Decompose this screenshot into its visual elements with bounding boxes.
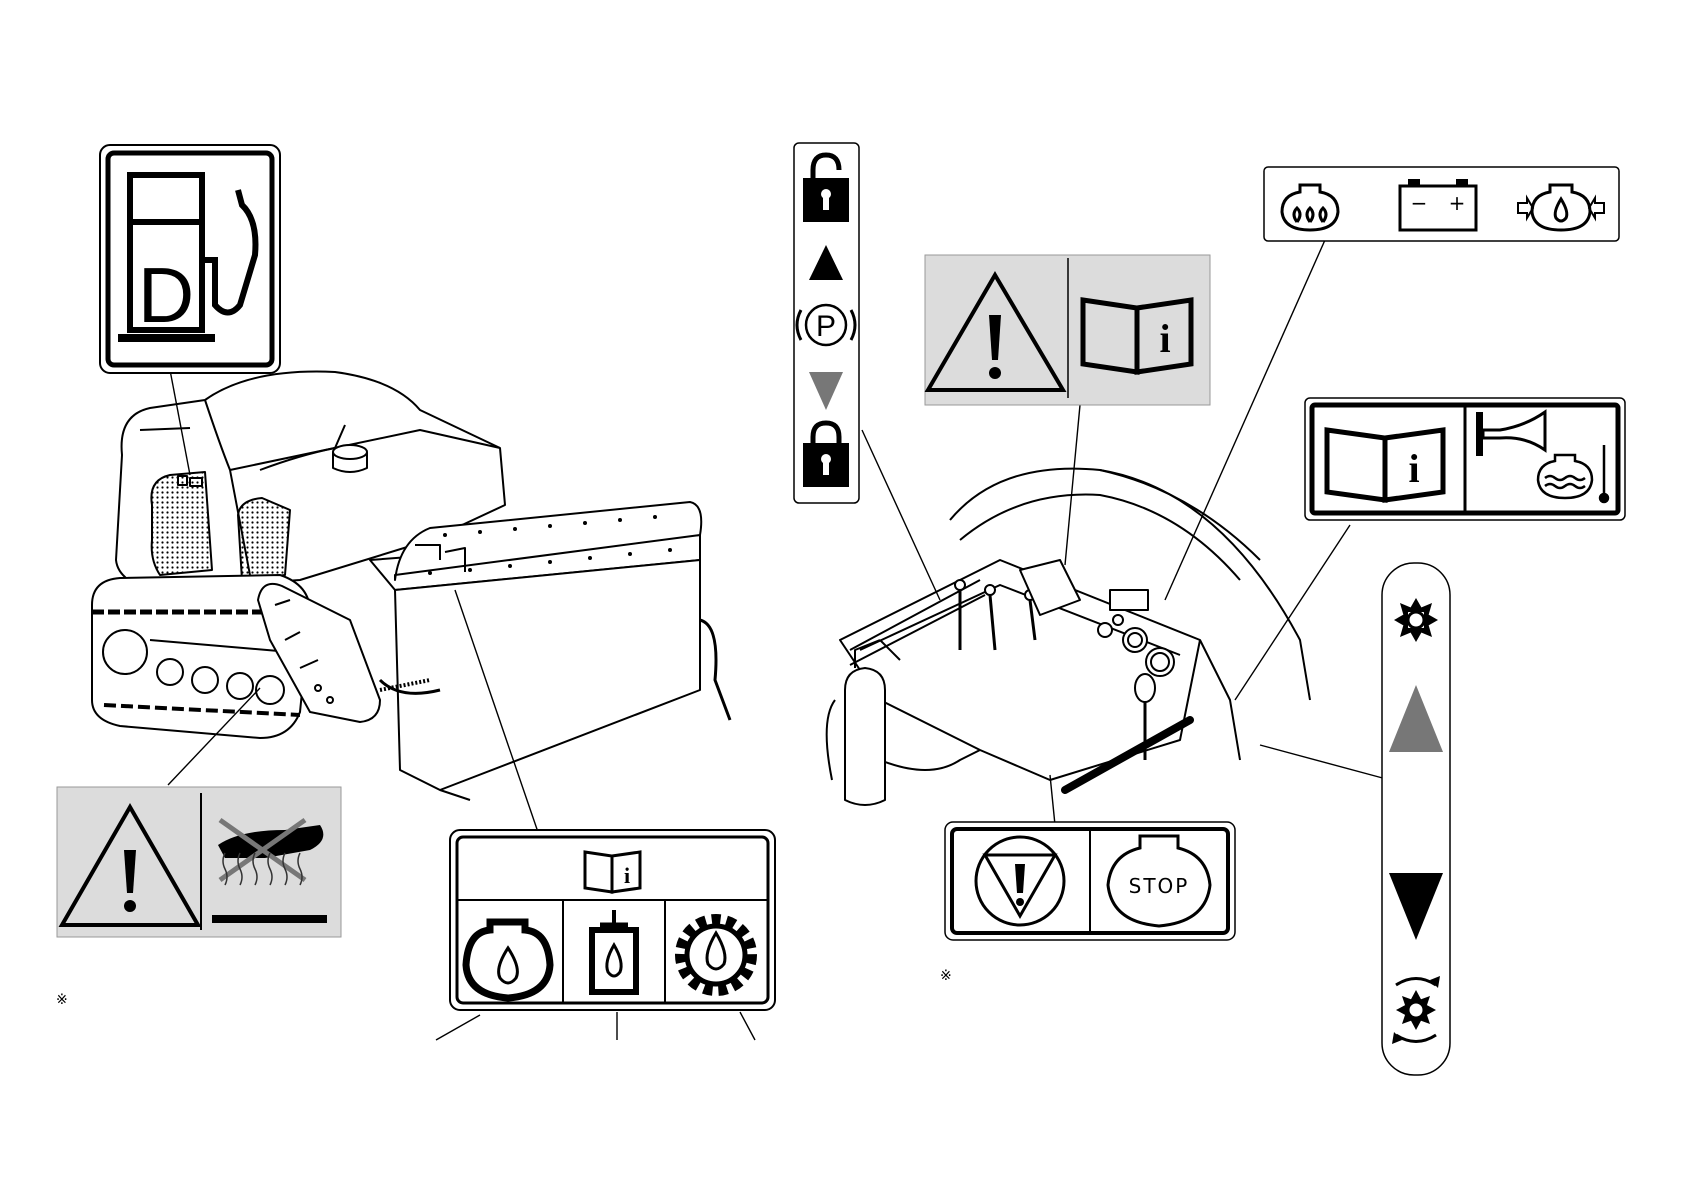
diesel-letter: D bbox=[138, 251, 194, 339]
fan-icon bbox=[1394, 598, 1438, 642]
manual-info-letter-3: i bbox=[1408, 446, 1419, 491]
mulcher-machine-illustration bbox=[92, 372, 730, 800]
stop-label: STOP bbox=[1129, 874, 1190, 898]
decal-diesel-fuel: D bbox=[100, 145, 280, 373]
decal-fan-direction-strip bbox=[1382, 563, 1450, 1075]
decal-emergency-stop: STOP bbox=[945, 822, 1235, 940]
battery-plus-sign: + bbox=[1449, 191, 1466, 215]
footnote-mark-right: ※ bbox=[940, 968, 952, 984]
manual-info-letter-2: i bbox=[1159, 316, 1170, 361]
manual-info-letter: i bbox=[624, 863, 630, 888]
decal-hot-surface-warning bbox=[57, 787, 341, 937]
manual-book-icon: i bbox=[585, 852, 640, 892]
decal-oil-maintenance: i bbox=[450, 830, 775, 1010]
decal-parking-brake-strip: P bbox=[794, 143, 859, 503]
decal-horn-coolant: i bbox=[1305, 398, 1625, 520]
parking-letter: P bbox=[816, 310, 836, 343]
battery-minus-sign: − bbox=[1411, 191, 1428, 215]
decal-read-manual-warning: i bbox=[925, 255, 1210, 405]
footnote-mark-left: ※ bbox=[56, 992, 68, 1008]
operator-station-illustration bbox=[827, 469, 1310, 805]
decal-indicator-lights: − + bbox=[1264, 167, 1619, 241]
